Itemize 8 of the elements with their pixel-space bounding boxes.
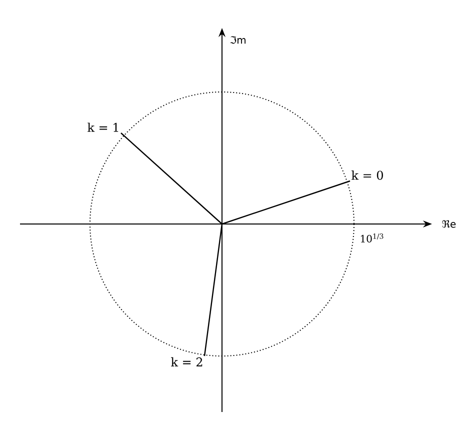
root-label: k = 2 xyxy=(171,357,202,366)
root-label: k = 0 xyxy=(352,170,383,180)
radius-line xyxy=(222,180,350,225)
radius-line xyxy=(204,224,223,356)
radius-label: 10$^{1/3}$ xyxy=(360,234,384,242)
axis-label: ℑm xyxy=(230,36,246,44)
root-label: k = 1 xyxy=(88,122,118,132)
axis-label: ℜe xyxy=(442,220,456,228)
